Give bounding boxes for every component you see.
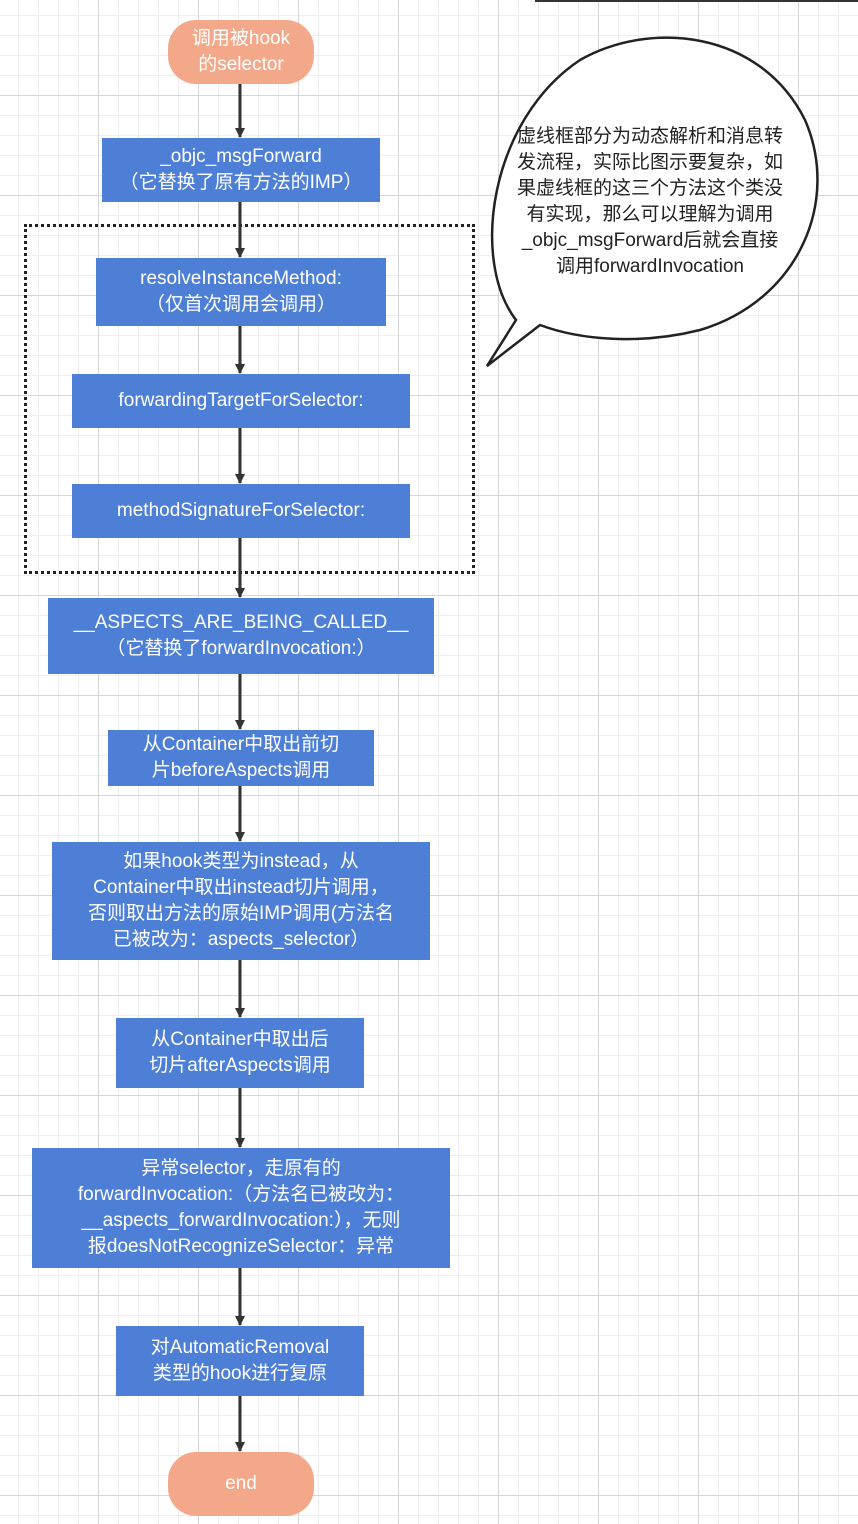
node-restore[interactable]: 对AutomaticRemoval 类型的hook进行复原 [116, 1326, 364, 1396]
canvas-top-border [535, 0, 858, 2]
node-instead[interactable]: 如果hook类型为instead，从 Container中取出instead切片… [52, 842, 430, 960]
node-after-aspects[interactable]: 从Container中取出后 切片afterAspects调用 [116, 1018, 364, 1088]
node-forwarding-target[interactable]: forwardingTargetForSelector: [72, 374, 410, 428]
node-method-signature[interactable]: methodSignatureForSelector: [72, 484, 410, 538]
forwarding-group-frame [24, 224, 475, 574]
node-resolve-instance-method[interactable]: resolveInstanceMethod: （仅首次调用会调用） [96, 258, 386, 326]
node-msg-forward[interactable]: _objc_msgForward （它替换了原有方法的IMP） [102, 138, 380, 202]
node-before-aspects[interactable]: 从Container中取出前切 片beforeAspects调用 [108, 730, 374, 786]
node-exception[interactable]: 异常selector，走原有的 forwardInvocation:（方法名已被… [32, 1148, 450, 1268]
node-start[interactable]: 调用被hook 的selector [168, 20, 314, 84]
callout-text: 虚线框部分为动态解析和消息转 发流程，实际比图示要复杂，如 果虚线框的这三个方法… [516, 126, 783, 277]
node-aspects-being-called[interactable]: __ASPECTS_ARE_BEING_CALLED__ （它替换了forwar… [48, 598, 434, 674]
node-end[interactable]: end [168, 1452, 314, 1516]
callout-bubble [485, 36, 819, 367]
callout-shape [485, 36, 819, 367]
